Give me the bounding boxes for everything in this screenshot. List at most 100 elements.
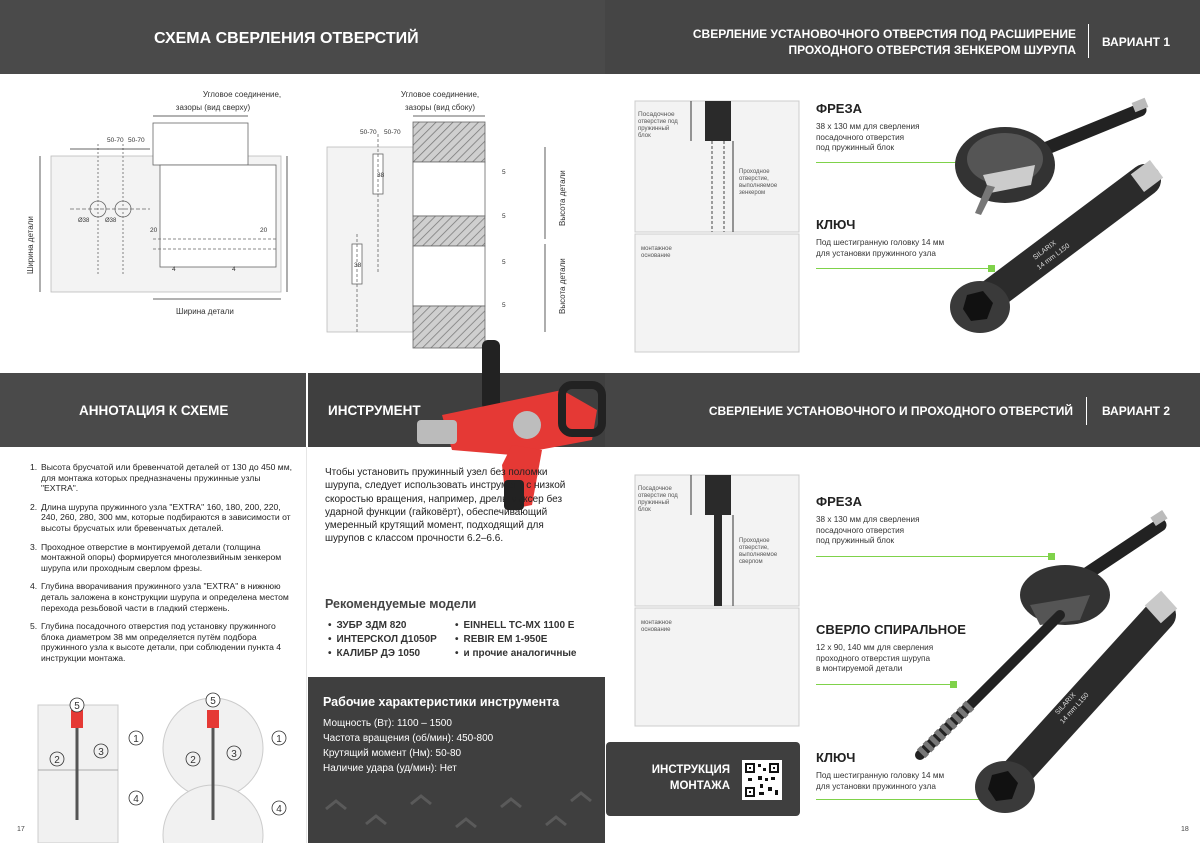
- mill-cutter-icon: [955, 97, 1149, 215]
- annotation-text: Глубина посадочного отверстия под устано…: [41, 621, 282, 663]
- characteristics-title: Рабочие характеристики инструмента: [323, 695, 560, 709]
- seat-label-2: отверстие под: [638, 493, 678, 499]
- model-item: EINHELL TC-MX 1100 E: [455, 620, 575, 631]
- pass-label-3: выполняемое: [739, 552, 778, 558]
- drill-mixer-icon: [417, 340, 606, 510]
- instruction-line2: МОНТАЖА: [669, 780, 730, 792]
- v2-drill-title: СВЕРЛО СПИРАЛЬНОЕ: [816, 622, 966, 637]
- dim-38: 38: [377, 172, 385, 179]
- char-power: Мощность (Вт): 1100 – 1500: [323, 718, 452, 729]
- dim-4: 4: [232, 266, 236, 273]
- variant1-title-line2: ПРОХОДНОГО ОТВЕРСТИЯ ЗЕНКЕРОМ ШУРУПА: [788, 43, 1076, 57]
- log-assembly-sketch: [162, 697, 264, 843]
- annotation-num: 5.: [30, 621, 38, 632]
- dim-4: 4: [172, 266, 176, 273]
- v2-mill-desc-3: под пружинный блок: [816, 536, 895, 545]
- dim-5: 5: [502, 169, 506, 176]
- dim-5070: 50-70: [384, 129, 401, 136]
- v1-key-desc: Под шестигранную головку 14 мм для устан…: [816, 238, 944, 259]
- v1-tools-illustration: SILARIX 14 mm L150: [950, 97, 1164, 333]
- dim-5: 5: [502, 302, 506, 309]
- dim-phi38: Ø38: [78, 218, 90, 224]
- column-separator: [306, 447, 307, 843]
- seat-label-3: пружинный: [638, 499, 669, 506]
- drill-mixer-illustration: [417, 340, 606, 510]
- qr-code-icon[interactable]: [742, 760, 782, 800]
- v2-key-title: КЛЮЧ: [816, 750, 856, 765]
- base-label-2: основание: [641, 253, 671, 259]
- base-label-1: монтажное: [641, 246, 672, 252]
- pass-label-method: зенкером: [739, 190, 765, 196]
- seat-label-4: блок: [638, 133, 651, 139]
- header-bar-variant1: СВЕРЛЕНИЕ УСТАНОВОЧНОГО ОТВЕРСТИЯ ПОД РА…: [605, 0, 1200, 74]
- annotation-title: АННОТАЦИЯ К СХЕМЕ: [79, 403, 229, 418]
- mill-cutter-icon: [1020, 509, 1168, 625]
- width-label-side: Ширина детали: [26, 216, 35, 274]
- corner-top-title-2: зазоры (вид сверху): [176, 103, 251, 112]
- model-item: КАЛИБР ДЭ 1050: [328, 648, 421, 659]
- callout-5: 5: [210, 696, 216, 707]
- callout-4: 4: [133, 794, 139, 805]
- v1-mill-desc: 38 х 130 мм для сверления посадочного от…: [816, 122, 920, 154]
- seat-label-4: блок: [638, 507, 651, 513]
- v1-mill-desc-3: под пружинный блок: [816, 143, 895, 152]
- v2-drill-desc-2: проходного отверстия шурупа: [816, 653, 931, 663]
- corner-side-title-2: зазоры (вид сбоку): [405, 103, 475, 112]
- height-label-upper: Высота детали: [558, 170, 567, 226]
- annotation-item: 5.Глубина посадочного отверстия под уста…: [30, 621, 292, 663]
- callout-3: 3: [98, 747, 104, 758]
- annotation-num: 3.: [30, 541, 38, 552]
- v2-key-desc: Под шестигранную головку 14 мм для устан…: [816, 771, 944, 792]
- callout-5: 5: [74, 701, 80, 712]
- annotation-item: 2.Длина шурупа пружинного узла "EXTRA" 1…: [30, 502, 292, 534]
- callout-line: [816, 799, 988, 800]
- variant2-cutaway: Посадочное отверстие под пружинный блок …: [634, 474, 800, 727]
- callout-1: 1: [133, 734, 139, 745]
- annotation-num: 1.: [30, 462, 38, 472]
- pass-label-2: отверстие,: [739, 176, 769, 182]
- header-bar-variant2: СВЕРЛЕНИЕ УСТАНОВОЧНОГО И ПРОХОДНОГО ОТВ…: [605, 373, 1200, 447]
- callout-4: 4: [276, 804, 282, 815]
- callout-line: [816, 684, 954, 685]
- installation-instruction-link[interactable]: ИНСТРУКЦИЯ МОНТАЖА: [606, 742, 800, 816]
- dim-phi38: Ø38: [105, 218, 117, 224]
- v1-key-desc-2: для установки пружинного узла: [816, 248, 936, 258]
- v2-tools-illustration: SILARIX 14 mm L150: [915, 509, 1178, 813]
- annotation-text: Длина шурупа пружинного узла "EXTRA" 160…: [41, 501, 291, 533]
- title-divider: [1086, 397, 1087, 425]
- pass-label-1: Проходное: [739, 169, 770, 175]
- v2-drill-desc-3: в монтируемой детали: [816, 664, 903, 673]
- callout-dot: [950, 681, 957, 688]
- decorative-pattern: [325, 791, 592, 829]
- callout-line: [816, 556, 1052, 557]
- seat-label-2: отверстие под: [638, 119, 678, 125]
- callout-2: 2: [190, 755, 196, 766]
- pass-label-method: сверлом: [739, 559, 763, 565]
- v2-drill-desc: 12 х 90, 140 мм для сверления проходного…: [816, 643, 933, 675]
- model-item: ЗУБР ЗДМ 820: [328, 620, 407, 631]
- annotation-list: 1.Высота брусчатой или бревенчатой детал…: [30, 462, 292, 672]
- page-number-right: 18: [1181, 826, 1189, 833]
- dim-38: 38: [354, 262, 362, 269]
- top-view-diagram: [39, 115, 288, 300]
- models-title: Рекомендуемые модели: [325, 597, 477, 611]
- model-item: и прочие аналогичные: [455, 648, 577, 659]
- model-item: REBIR EM 1-950E: [455, 634, 548, 645]
- annotation-num: 4.: [30, 581, 38, 592]
- model-item: ИНТЕРСКОЛ Д1050Р: [328, 634, 437, 645]
- annotation-num: 2.: [30, 501, 38, 512]
- tool-title: ИНСТРУМЕНТ: [328, 403, 421, 418]
- instruction-line1: ИНСТРУКЦИЯ: [651, 764, 730, 776]
- annotation-text: Высота брусчатой или бревенчатой деталей…: [41, 462, 292, 494]
- scheme-title: СХЕМА СВЕРЛЕНИЯ ОТВЕРСТИЙ: [154, 30, 419, 47]
- callout-3: 3: [231, 749, 237, 760]
- beam-assembly-sketch: [37, 704, 119, 843]
- variant2-label: ВАРИАНТ 2: [1101, 404, 1170, 418]
- header-bar-annotation: АННОТАЦИЯ К СХЕМЕ: [0, 373, 306, 447]
- annotation-item: 3.Проходное отверстие в монтируемой дета…: [30, 542, 292, 574]
- hex-key-icon: SILARIX 14 mm L150: [950, 159, 1164, 333]
- annotation-text: Проходное отверстие в монтируемой детали…: [41, 541, 282, 573]
- annotation-item: 1.Высота брусчатой или бревенчатой детал…: [30, 462, 292, 494]
- variant1-title-line1: СВЕРЛЕНИЕ УСТАНОВОЧНОГО ОТВЕРСТИЯ ПОД РА…: [692, 27, 1076, 41]
- v1-key-title: КЛЮЧ: [816, 217, 856, 232]
